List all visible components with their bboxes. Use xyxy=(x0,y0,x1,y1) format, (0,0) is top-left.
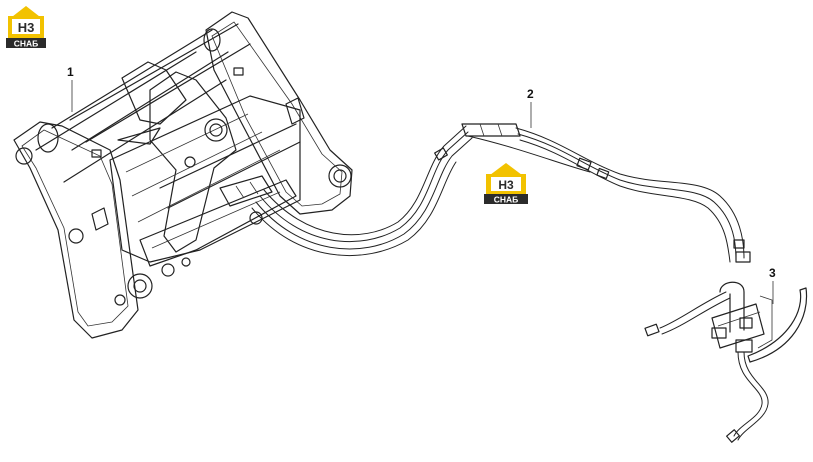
logo-brand-center: CHAБ xyxy=(494,195,519,205)
part-3-valve-block xyxy=(711,281,808,363)
callout-label-3: 3 xyxy=(769,266,776,280)
part-1-quick-coupler xyxy=(13,11,353,339)
callout-label-2: 2 xyxy=(527,87,534,101)
logo-mark: H3 xyxy=(18,20,35,35)
callout-2: 2 xyxy=(527,87,534,128)
part-2-hose-assembly xyxy=(251,123,769,443)
brand-logo-top-left: H3 CHAБ xyxy=(6,6,46,49)
callout-1: 1 xyxy=(67,65,74,112)
callout-label-1: 1 xyxy=(67,65,74,79)
brand-logo-center: H3 CHAБ xyxy=(484,163,528,205)
logo-mark-center: H3 xyxy=(498,178,514,192)
callout-3: 3 xyxy=(769,266,776,304)
logo-brand: CHAБ xyxy=(14,39,39,49)
